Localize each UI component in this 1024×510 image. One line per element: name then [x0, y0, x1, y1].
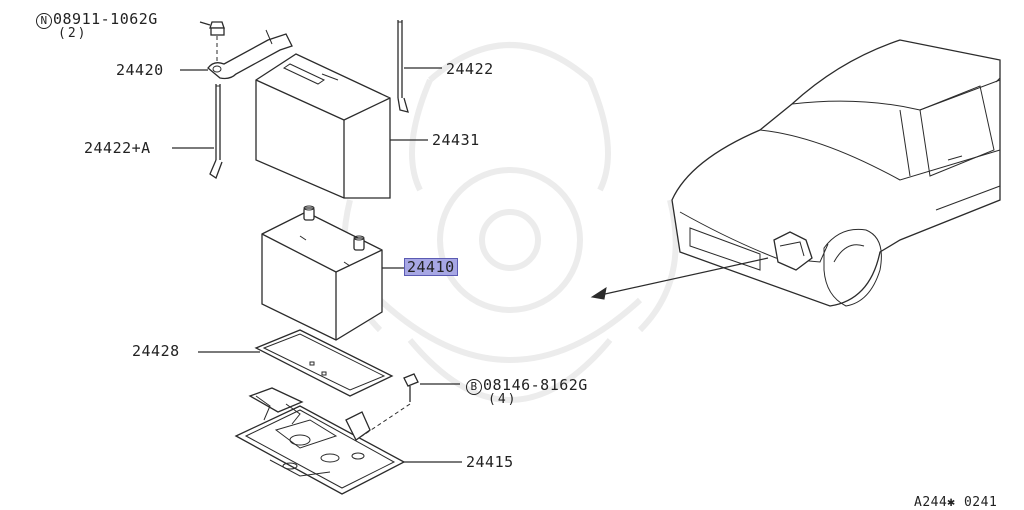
figure-code: A244✱ 0241	[914, 495, 998, 510]
bolt-prefix-badge: B	[466, 379, 482, 395]
nut-qty-label: (2)	[58, 26, 88, 41]
watermark-emblem	[341, 42, 679, 403]
clamp-part	[180, 29, 293, 80]
rod-part	[397, 20, 442, 113]
bracket-label: 24415	[466, 453, 514, 471]
nut-part	[199, 21, 225, 62]
bolt-part	[361, 373, 460, 437]
rod-a-part	[172, 84, 223, 179]
rod-label: 24422	[446, 60, 494, 78]
bolt-qty-label: (4)	[488, 392, 518, 407]
cover-label: 24431	[432, 131, 480, 149]
bolt-part-number: 08146-8162G	[483, 376, 588, 394]
location-arrow	[590, 257, 769, 300]
bracket-part	[234, 387, 462, 495]
tray-pad-part	[198, 329, 394, 397]
battery-cover-part	[255, 53, 428, 199]
tray-pad-label: 24428	[132, 342, 180, 360]
clamp-label: 24420	[116, 61, 164, 79]
nut-part-number: 08911-1062G	[53, 10, 158, 28]
battery-label[interactable]: 24410	[404, 258, 458, 276]
rod-a-label: 24422+A	[84, 139, 151, 157]
nut-prefix-badge: N	[36, 13, 52, 29]
car-illustration	[671, 39, 1001, 307]
battery-part	[261, 205, 404, 341]
